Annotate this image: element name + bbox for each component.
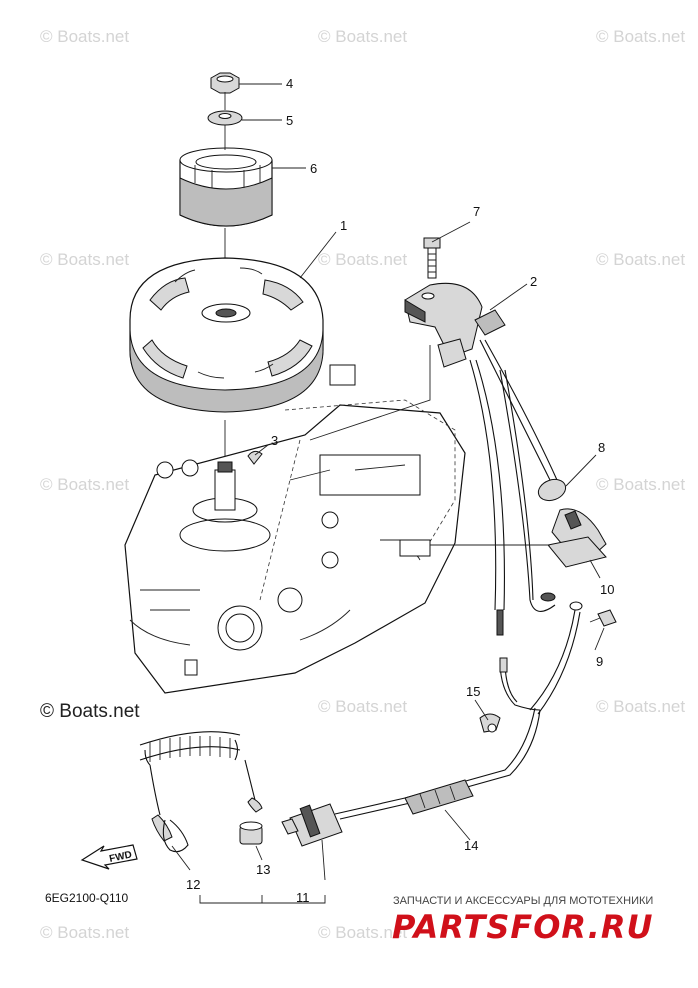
part-bolt — [423, 237, 441, 279]
part-key — [247, 450, 263, 465]
callout-9: 9 — [596, 654, 603, 669]
callout-1: 1 — [340, 218, 347, 233]
diagram-code: 6EG2100-Q110 — [45, 891, 128, 905]
watermark: © Boats.net — [318, 250, 407, 269]
part-cap — [239, 821, 263, 845]
callouts: 1 2 3 4 5 6 7 8 9 10 11 12 13 14 15 — [186, 76, 614, 905]
wiring — [469, 339, 581, 715]
watermark: © Boats.net — [596, 27, 685, 46]
callout-5: 5 — [286, 113, 293, 128]
part-washer — [207, 110, 243, 126]
watermark-layer: © Boats.net © Boats.net © Boats.net © Bo… — [40, 27, 685, 942]
callout-7: 7 — [473, 204, 480, 219]
callout-2: 2 — [530, 274, 537, 289]
banner-tagline: ЗАПЧАСТИ И АКСЕССУАРЫ ДЛЯ МОТОТЕХНИКИ — [393, 895, 653, 907]
callout-3: 3 — [271, 433, 278, 448]
callout-8: 8 — [598, 440, 605, 455]
part-nut — [210, 72, 240, 94]
part-stop-switch — [281, 803, 343, 847]
callout-10: 10 — [600, 582, 614, 597]
callout-11: 11 — [296, 890, 310, 905]
fwd-label: FWD — [108, 849, 133, 864]
callout-6: 6 — [310, 161, 317, 176]
part-ignition-coil — [404, 282, 506, 368]
watermark: © Boats.net — [318, 27, 407, 46]
watermark: © Boats.net — [318, 923, 407, 942]
part-flywheel — [129, 257, 324, 413]
watermark: © Boats.net — [596, 250, 685, 269]
callout-13: 13 — [256, 862, 270, 877]
watermark: © Boats.net — [596, 475, 685, 494]
part-starter-cup — [179, 147, 273, 227]
watermark: © Boats.net — [596, 697, 685, 716]
watermark: © Boats.net — [318, 697, 407, 716]
part-stop-switch-cable — [334, 707, 541, 820]
fwd-arrow-icon: FWD — [80, 844, 138, 870]
leader-lines — [171, 83, 605, 904]
part-plug-cap — [547, 508, 607, 568]
callout-14: 14 — [464, 838, 478, 853]
part-powerhead — [124, 364, 466, 694]
part-screw — [589, 609, 617, 627]
boats-net-watermark: © Boats.net — [40, 701, 140, 722]
callout-12: 12 — [186, 877, 200, 892]
part-grommet — [537, 478, 567, 502]
callout-15: 15 — [466, 684, 480, 699]
watermark: © Boats.net — [40, 27, 129, 46]
part-lanyard — [139, 731, 263, 853]
part-clamp — [479, 713, 501, 733]
callout-4: 4 — [286, 76, 293, 91]
partsfor-logo: PARTSFOR.RU — [392, 908, 653, 946]
watermark: © Boats.net — [40, 250, 129, 269]
watermark: © Boats.net — [40, 475, 129, 494]
watermark: © Boats.net — [40, 923, 129, 942]
